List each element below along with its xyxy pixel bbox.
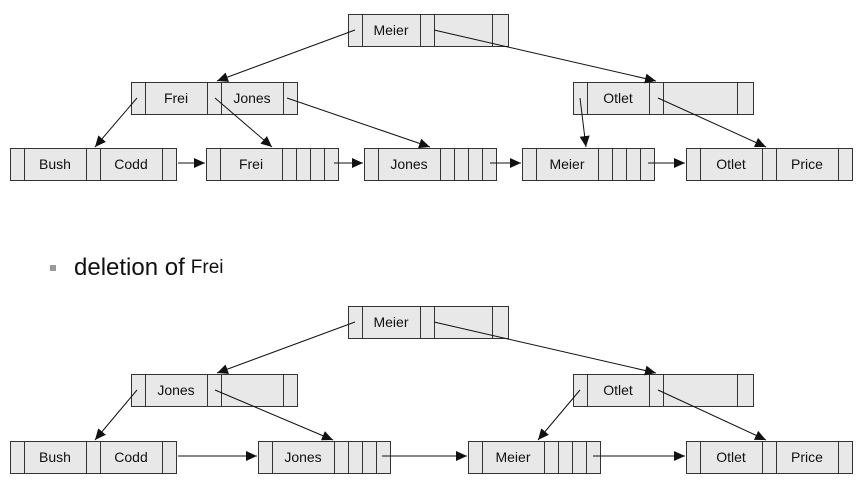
node-key: Codd [114, 449, 147, 465]
node-box [686, 148, 853, 181]
tree-node: Otlet Price [686, 441, 853, 474]
caption-bullet-line: deletion of Frei [50, 250, 224, 286]
node-key: Bush [39, 156, 71, 172]
node-box [131, 374, 298, 407]
node-box [10, 441, 177, 474]
pointer-arrow [579, 97, 590, 148]
tree-node: Frei Jones [131, 82, 298, 115]
pointer-arrow [286, 97, 431, 149]
tree-node: Jones [131, 374, 298, 407]
node-key: Meier [373, 22, 408, 38]
tree-node: Meier [348, 306, 509, 339]
node-box [686, 441, 853, 474]
node-box [206, 148, 339, 181]
tree-node: Meier [468, 441, 601, 474]
node-key: Jones [233, 90, 270, 106]
node-key: Frei [164, 90, 188, 106]
node-key: Bush [39, 449, 71, 465]
node-box [522, 148, 655, 181]
node-key: Jones [390, 156, 427, 172]
pointer-arrow [216, 29, 356, 82]
tree-node: Bush Codd [10, 148, 177, 181]
tree-node: Meier [522, 148, 655, 181]
pointer-arrow [94, 97, 138, 148]
caption-key: Frei [190, 257, 224, 278]
node-key: Codd [114, 156, 147, 172]
tree-node: Otlet [573, 374, 754, 407]
tree-node: Otlet Price [686, 148, 853, 181]
tree-node: Bush Codd [10, 441, 177, 474]
pointer-arrow [214, 97, 273, 148]
node-key: Meier [373, 314, 408, 330]
node-key: Otlet [603, 382, 633, 398]
node-box [468, 441, 601, 474]
pointer-arrow [214, 389, 334, 441]
node-key: Jones [157, 382, 194, 398]
pointer-arrow [433, 29, 657, 84]
tree-node: Otlet [573, 82, 754, 115]
node-box [258, 441, 391, 474]
node-box [131, 82, 298, 115]
pointer-arrow [657, 97, 767, 148]
bullet-icon [50, 265, 56, 271]
node-key: Otlet [603, 90, 633, 106]
node-box [10, 148, 177, 181]
node-key: Otlet [716, 449, 746, 465]
node-key: Price [791, 449, 823, 465]
node-key: Meier [495, 449, 530, 465]
node-key: Meier [549, 156, 584, 172]
caption-text: deletion of [74, 254, 185, 281]
node-box [364, 148, 497, 181]
node-box [348, 306, 509, 339]
pointer-arrow [657, 389, 767, 441]
node-key: Price [791, 156, 823, 172]
tree-node: Meier [348, 14, 509, 47]
node-key: Frei [239, 156, 263, 172]
pointer-arrow [216, 321, 356, 374]
pointer-arrow [433, 321, 657, 376]
node-key: Jones [284, 449, 321, 465]
node-key: Otlet [716, 156, 746, 172]
tree-node: Jones [258, 441, 391, 474]
pointer-arrow [537, 389, 581, 441]
tree-node: Frei [206, 148, 339, 181]
pointer-arrow [94, 389, 138, 441]
tree-node: Jones [364, 148, 497, 181]
